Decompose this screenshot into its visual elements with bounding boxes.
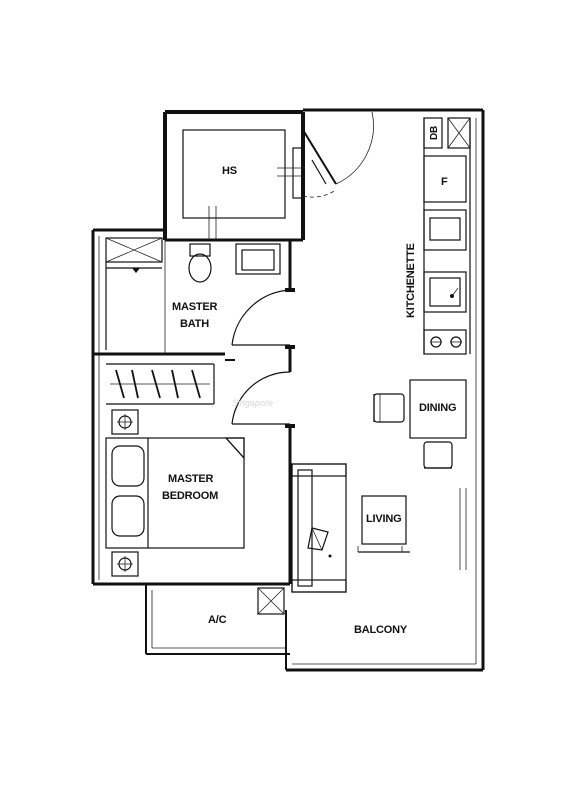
label-kitchenette: KITCHENETTE [405, 243, 417, 318]
label-balcony: BALCONY [354, 624, 408, 636]
sliding-door [459, 488, 467, 570]
label-fridge: F [441, 176, 448, 188]
wardrobe [110, 369, 210, 399]
household-shelter [182, 111, 374, 240]
ac-ledge [257, 587, 285, 615]
label-master-bath-line2: BATH [180, 318, 209, 330]
label-ac: A/C [208, 614, 227, 626]
kitchenette [423, 117, 471, 355]
dining-set [373, 379, 467, 469]
label-master-bedroom-line2: BEDROOM [162, 490, 218, 502]
watermark: Singapore [232, 398, 273, 408]
label-master-bath-line1: MASTER [172, 301, 218, 313]
master-bath [105, 237, 291, 350]
label-db: DB [429, 126, 440, 140]
living-area [291, 463, 410, 593]
label-hs: HS [222, 165, 237, 177]
master-bedroom [105, 371, 291, 577]
label-dining: DINING [419, 402, 456, 414]
label-master-bedroom-line1: MASTER [168, 473, 214, 485]
outer-walls [91, 108, 485, 672]
label-living: LIVING [366, 513, 401, 525]
interior-walls [93, 240, 295, 584]
